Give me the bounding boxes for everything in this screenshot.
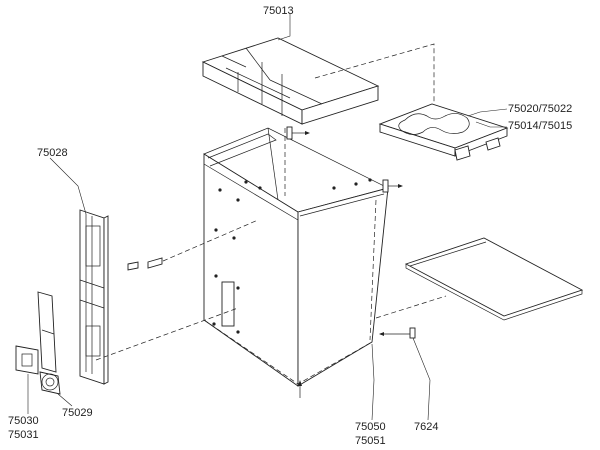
label-75030: 75030 — [8, 415, 39, 427]
cover-plate-75030 — [15, 345, 39, 375]
leader-75013 — [277, 14, 291, 41]
door-strip — [79, 209, 109, 385]
small-brackets — [127, 257, 163, 271]
label-75029: 75029 — [62, 407, 93, 419]
label-75031: 75031 — [8, 429, 39, 441]
leader-75050 — [371, 343, 375, 421]
label-75013: 75013 — [263, 5, 294, 17]
label-7624: 7624 — [414, 421, 438, 433]
label-75014: 75014/75015 — [508, 120, 572, 132]
label-75028: 75028 — [37, 147, 68, 159]
top-insulation-block — [201, 37, 380, 125]
leader-75028 — [49, 157, 87, 215]
front-panel-75029 — [37, 291, 61, 395]
side-panel — [404, 237, 584, 321]
label-75050: 75050 — [355, 421, 386, 433]
label-75051: 75051 — [355, 435, 386, 447]
alignment-top — [314, 43, 435, 104]
top-plate — [378, 103, 509, 161]
leader-75029 — [57, 393, 73, 407]
label-75020: 75020/75022 — [508, 103, 572, 115]
leader-75020 — [467, 108, 508, 117]
leader-75014 — [475, 121, 507, 128]
top-fasteners — [286, 126, 403, 193]
leader-7624 — [412, 337, 431, 421]
main-cabinet — [203, 127, 389, 387]
fastener-7624 — [379, 327, 416, 339]
